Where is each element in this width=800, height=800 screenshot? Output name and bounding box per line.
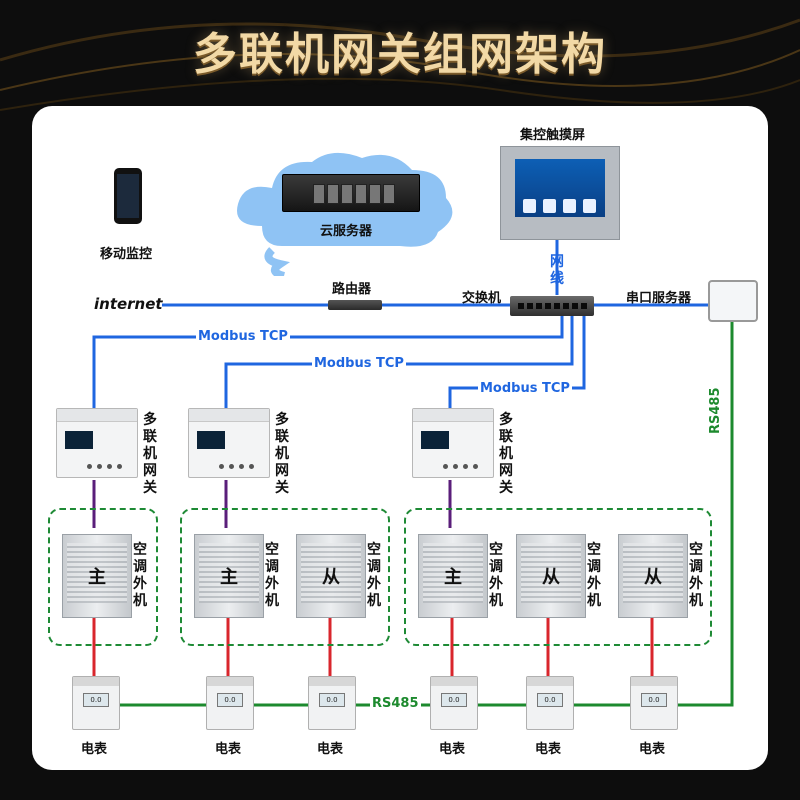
serial-server-label: 串口服务器 (626, 291, 692, 306)
meter-label: 电表 (535, 742, 562, 757)
ac-outdoor-unit: 主 (194, 534, 264, 618)
mobile-label: 移动监控 (100, 247, 153, 262)
master-tag: 主 (444, 567, 462, 588)
rs485-bus-label: RS485 (370, 696, 421, 711)
meter-device: 0.0 (308, 676, 356, 730)
net-cable-label: 网线 (550, 254, 564, 287)
switch-label: 交换机 (462, 291, 502, 306)
meter-label: 电表 (215, 742, 242, 757)
master-tag: 主 (220, 567, 238, 588)
phone-icon (114, 168, 142, 224)
ac-outdoor-label: 空调外机 (689, 542, 703, 609)
gateway-device (188, 408, 270, 478)
system-group (48, 508, 158, 646)
modbus-tcp-label: Modbus TCP (196, 329, 290, 344)
gateway-label: 多联机网关 (275, 412, 289, 496)
ac-outdoor-unit: 从 (516, 534, 586, 618)
cloud-server-label: 云服务器 (320, 224, 373, 239)
ac-outdoor-label: 空调外机 (133, 542, 147, 609)
meter-device: 0.0 (430, 676, 478, 730)
server-icon (282, 174, 420, 212)
router-icon (328, 300, 382, 310)
ac-outdoor-label: 空调外机 (587, 542, 601, 609)
switch-icon (510, 296, 594, 316)
ac-outdoor-label: 空调外机 (367, 542, 381, 609)
gateway-label: 多联机网关 (143, 412, 157, 496)
touch-screen-label: 集控触摸屏 (520, 128, 586, 143)
meter-label: 电表 (439, 742, 466, 757)
slave-tag: 从 (322, 567, 340, 588)
ac-outdoor-unit: 从 (296, 534, 366, 618)
meter-device: 0.0 (630, 676, 678, 730)
ac-outdoor-label: 空调外机 (265, 542, 279, 609)
diagram-panel: 移动监控 云服务器 集控触摸屏 网线 路由器 internet 交换机 串口服务… (32, 106, 768, 770)
modbus-tcp-label: Modbus TCP (312, 356, 406, 371)
slave-tag: 从 (542, 567, 560, 588)
rs485-label: RS485 (708, 385, 723, 436)
system-group (404, 508, 712, 646)
system-group (180, 508, 390, 646)
meter-device: 0.0 (72, 676, 120, 730)
touch-screen-icon (500, 146, 620, 240)
router-label: 路由器 (332, 282, 372, 297)
internet-label: internet (94, 295, 163, 313)
slave-tag: 从 (644, 567, 662, 588)
ac-outdoor-unit: 主 (418, 534, 488, 618)
meter-device: 0.0 (206, 676, 254, 730)
gateway-device (56, 408, 138, 478)
page-title: 多联机网关组网架构 (193, 29, 607, 80)
meter-label: 电表 (81, 742, 108, 757)
modbus-tcp-label: Modbus TCP (478, 381, 572, 396)
meter-label: 电表 (317, 742, 344, 757)
ac-outdoor-unit: 主 (62, 534, 132, 618)
gateway-device (412, 408, 494, 478)
ac-outdoor-unit: 从 (618, 534, 688, 618)
gateway-label: 多联机网关 (499, 412, 513, 496)
ac-outdoor-label: 空调外机 (489, 542, 503, 609)
meter-label: 电表 (639, 742, 666, 757)
master-tag: 主 (88, 567, 106, 588)
meter-device: 0.0 (526, 676, 574, 730)
serial-server-icon (708, 280, 758, 322)
